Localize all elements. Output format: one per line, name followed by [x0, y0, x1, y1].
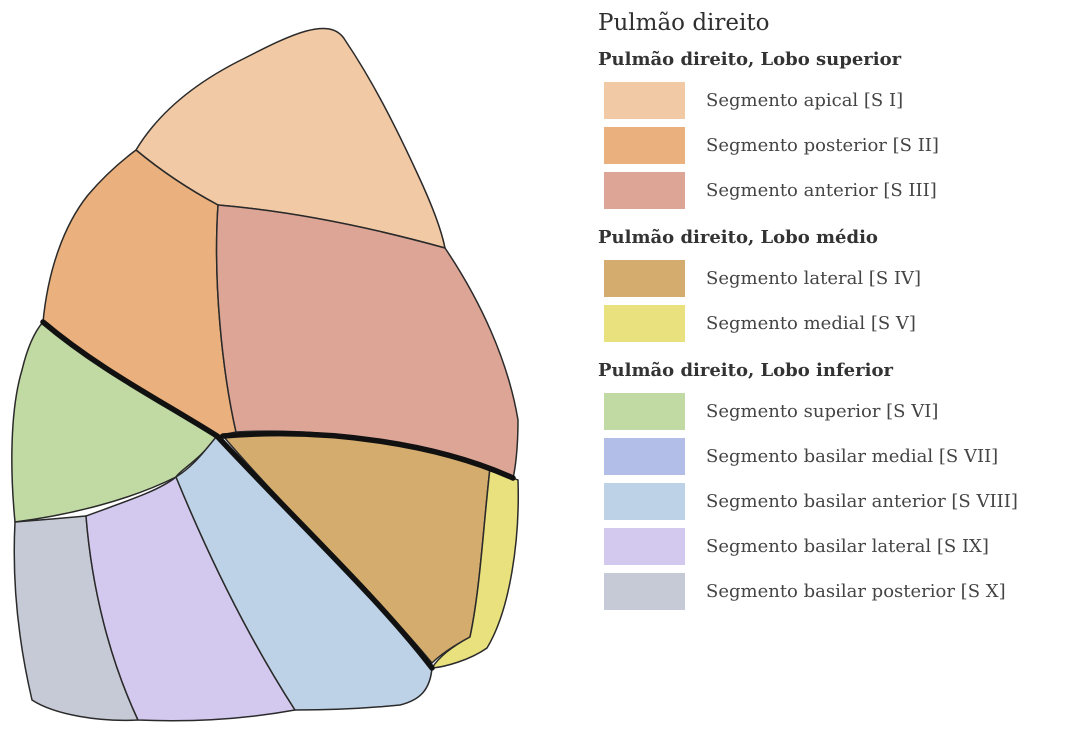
- legend-swatch: [604, 127, 685, 164]
- legend-item: Segmento basilar anterior [S VIII]: [598, 479, 1063, 524]
- legend-item: Segmento superior [S VI]: [598, 389, 1063, 434]
- legend-item-label: Segmento medial [S V]: [706, 313, 916, 334]
- legend-group-title: Pulmão direito, Lobo médio: [598, 226, 1063, 250]
- legend-item-label: Segmento apical [S I]: [706, 90, 903, 111]
- legend-item-label: Segmento posterior [S II]: [706, 135, 939, 156]
- legend-item: Segmento basilar lateral [S IX]: [598, 524, 1063, 569]
- legend-items: Segmento lateral [S IV] Segmento medial […: [598, 256, 1063, 346]
- legend-item-label: Segmento superior [S VI]: [706, 401, 938, 422]
- legend-items: Segmento apical [S I] Segmento posterior …: [598, 78, 1063, 213]
- legend-swatch: [604, 172, 685, 209]
- legend-swatch: [604, 528, 685, 565]
- legend-swatch: [604, 260, 685, 297]
- legend-item: Segmento posterior [S II]: [598, 123, 1063, 168]
- right-lung-diagram: [0, 0, 560, 731]
- legend-item-label: Segmento basilar lateral [S IX]: [706, 536, 989, 557]
- legend-title: Pulmão direito: [598, 8, 1063, 38]
- legend-swatch: [604, 483, 685, 520]
- legend-item: Segmento basilar posterior [S X]: [598, 569, 1063, 614]
- legend-item: Segmento basilar medial [S VII]: [598, 434, 1063, 479]
- legend: Pulmão direito Pulmão direito, Lobo supe…: [598, 8, 1063, 627]
- legend-item-label: Segmento anterior [S III]: [706, 180, 937, 201]
- legend-item-label: Segmento basilar medial [S VII]: [706, 446, 998, 467]
- legend-item: Segmento apical [S I]: [598, 78, 1063, 123]
- legend-swatch: [604, 573, 685, 610]
- legend-swatch: [604, 393, 685, 430]
- legend-item: Segmento medial [S V]: [598, 301, 1063, 346]
- legend-item: Segmento anterior [S III]: [598, 168, 1063, 213]
- legend-item-label: Segmento basilar posterior [S X]: [706, 581, 1006, 602]
- legend-swatch: [604, 305, 685, 342]
- legend-items: Segmento superior [S VI] Segmento basilar…: [598, 389, 1063, 614]
- legend-group-title: Pulmão direito, Lobo superior: [598, 48, 1063, 72]
- legend-swatch: [604, 438, 685, 475]
- legend-swatch: [604, 82, 685, 119]
- legend-group-title: Pulmão direito, Lobo inferior: [598, 359, 1063, 383]
- legend-item-label: Segmento basilar anterior [S VIII]: [706, 491, 1018, 512]
- legend-item-label: Segmento lateral [S IV]: [706, 268, 921, 289]
- legend-item: Segmento lateral [S IV]: [598, 256, 1063, 301]
